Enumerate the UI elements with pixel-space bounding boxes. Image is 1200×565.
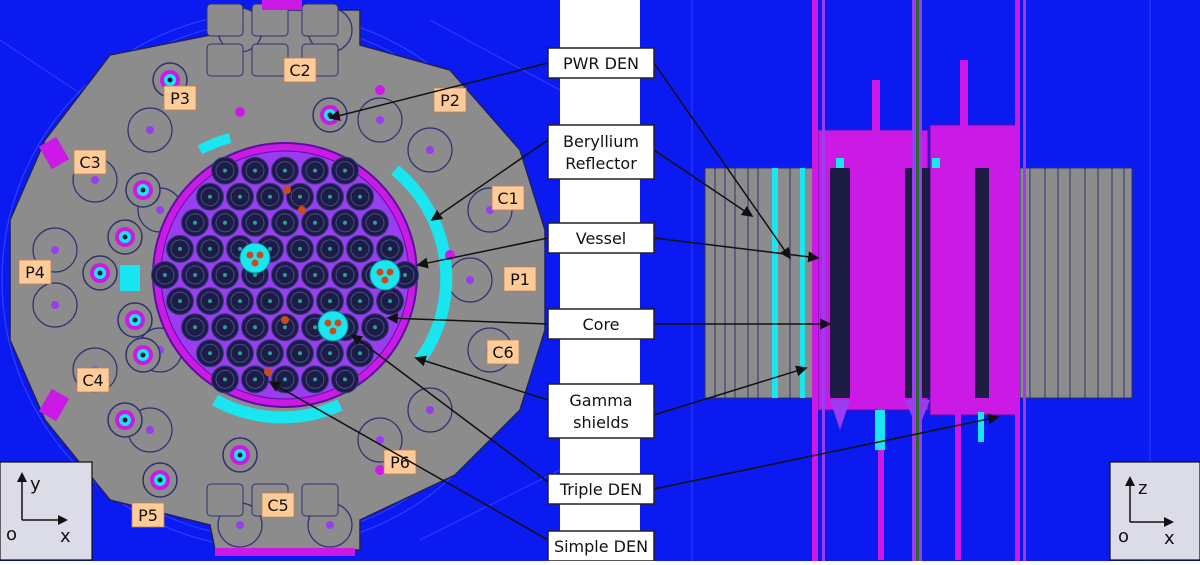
svg-text:C1: C1 — [497, 189, 518, 208]
leader-pwr-den-0 — [336, 62, 549, 118]
callout-simple-den: Simple DEN — [547, 530, 655, 562]
callout-pwr-den: PWR DEN — [547, 47, 655, 79]
svg-text:P2: P2 — [440, 91, 460, 110]
axis-label-y: y — [30, 474, 41, 495]
core-elements — [151, 156, 419, 394]
position-tag-c6: C6 — [486, 339, 520, 365]
leader-core-0 — [394, 317, 549, 325]
leader-vessel-0 — [424, 237, 549, 265]
leader-simple-den-0 — [275, 384, 549, 541]
core-xz — [830, 168, 850, 398]
svg-text:P1: P1 — [510, 270, 530, 289]
callout-text: Gamma — [569, 391, 632, 410]
svg-text:C5: C5 — [267, 496, 288, 515]
position-tag-p5: P5 — [131, 502, 165, 528]
position-tag-c1: C1 — [491, 185, 525, 211]
callout-gamma-shields: Gamma shields — [547, 383, 655, 439]
reflector-left — [704, 167, 824, 399]
callout-triple-den: Triple DEN — [547, 473, 655, 505]
position-channels — [82, 62, 455, 498]
position-tag-p2: P2 — [433, 87, 467, 113]
svg-text:C6: C6 — [492, 343, 513, 362]
leader-pwr-den-1 — [653, 62, 787, 253]
svg-text:C4: C4 — [82, 371, 103, 390]
svg-text:P3: P3 — [170, 89, 190, 108]
gamma-shield-bottom — [212, 394, 343, 424]
axis-origin-right: o — [1118, 526, 1129, 547]
svg-text:C2: C2 — [289, 61, 310, 80]
callout-text: shields — [573, 413, 629, 432]
callout-text: Simple DEN — [554, 537, 648, 556]
leader-beryllium-reflector-0 — [437, 139, 549, 217]
callout-text: Beryllium — [563, 132, 639, 151]
callout-text: Triple DEN — [559, 480, 642, 499]
leader-vessel-1 — [653, 237, 812, 258]
callout-text: PWR DEN — [563, 54, 639, 73]
reflector-right — [1019, 167, 1133, 399]
axis-indicator-xz: z x o — [1109, 461, 1200, 561]
leader-lines — [268, 62, 1000, 541]
axis-origin: o — [6, 524, 17, 545]
leader-beryllium-reflector-1 — [653, 149, 747, 213]
callout-text: Vessel — [576, 229, 627, 248]
position-tag-c3: C3 — [73, 149, 107, 175]
leader-gamma-shields-1 — [653, 369, 800, 416]
xz-section-panel: z x o — [640, 0, 1200, 561]
axis-label-x-right: x — [1164, 528, 1175, 549]
position-tag-p1: P1 — [503, 266, 537, 292]
svg-text:C3: C3 — [79, 153, 100, 172]
svg-text:P6: P6 — [390, 453, 410, 472]
svg-text:P4: P4 — [25, 263, 45, 282]
position-tag-c5: C5 — [261, 492, 295, 518]
callout-text: Core — [582, 315, 619, 334]
position-tag-c2: C2 — [283, 57, 317, 83]
leader-triple-den-1 — [653, 417, 992, 490]
reflector-lines — [714, 168, 1125, 398]
callout-core: Core — [547, 308, 655, 340]
callout-labels: PWR DEN BerylliumReflectorVesselCoreGamma… — [547, 47, 655, 562]
leader-gamma-shields-0 — [422, 359, 549, 401]
callout-vessel: Vessel — [547, 222, 655, 254]
leader-triple-den-0 — [357, 338, 549, 483]
position-tag-p4: P4 — [18, 259, 52, 285]
svg-text:P5: P5 — [138, 506, 158, 525]
callout-text: Reflector — [565, 154, 637, 173]
axis-indicator-xy: y x o — [0, 461, 93, 561]
axis-label-x: x — [60, 526, 71, 547]
axis-label-z: z — [1138, 478, 1147, 499]
position-tag-p3: P3 — [163, 85, 197, 111]
position-tag-c4: C4 — [76, 367, 110, 393]
